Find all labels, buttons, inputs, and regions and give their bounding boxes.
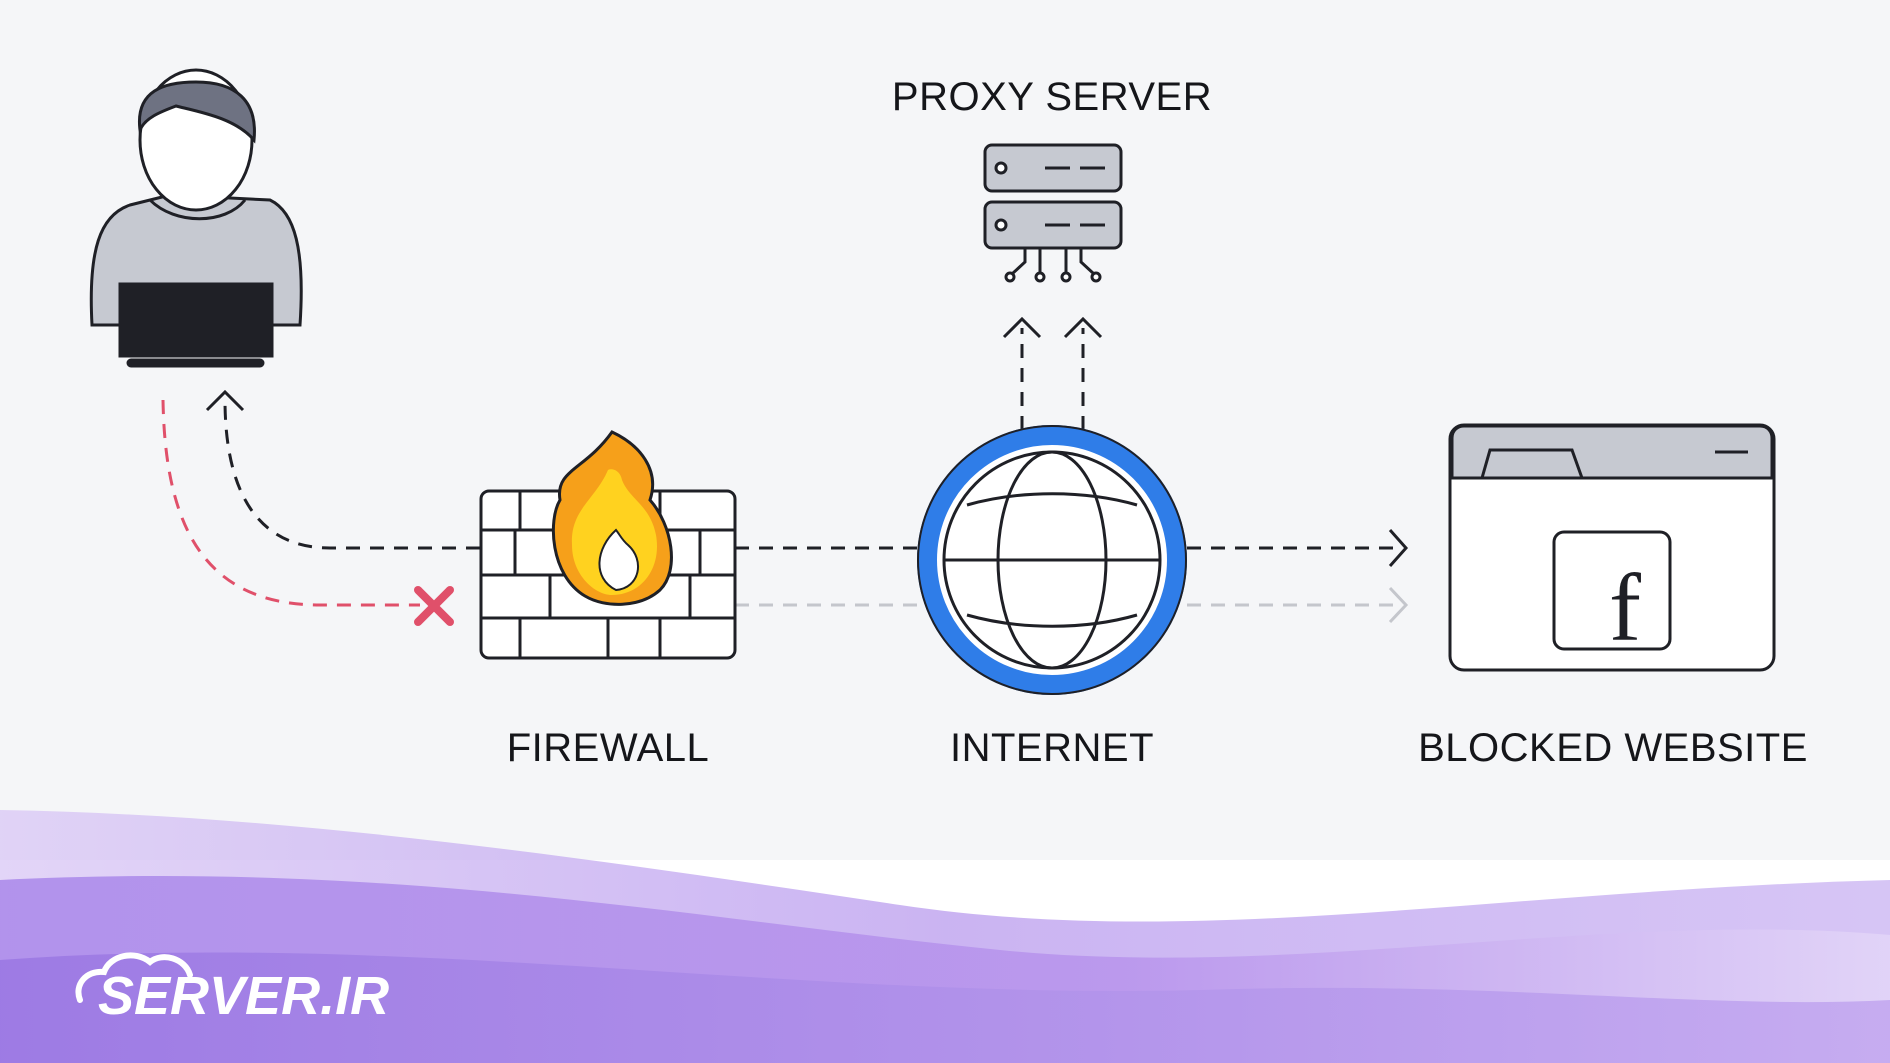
blocked-x-icon bbox=[414, 586, 454, 626]
server-rack-icon bbox=[983, 143, 1123, 283]
firewall-label: FIREWALL bbox=[506, 726, 710, 770]
background-waves bbox=[0, 810, 1890, 1063]
user-laptop-icon bbox=[89, 68, 303, 368]
blocked-website-label: BLOCKED WEBSITE bbox=[1418, 726, 1808, 770]
return-arrow-head bbox=[205, 389, 245, 412]
brand-logo-text: SERVER.IR bbox=[98, 966, 389, 1026]
internet-website-gray-arrow bbox=[1388, 586, 1409, 624]
proxy-server-label: PROXY SERVER bbox=[891, 75, 1213, 119]
internet-label: INTERNET bbox=[950, 726, 1154, 770]
globe-icon bbox=[917, 425, 1187, 695]
internet-proxy-arrow-left bbox=[1002, 316, 1042, 339]
cloud-logo-icon bbox=[75, 952, 193, 1003]
website-logo-glyph: f bbox=[1609, 554, 1641, 661]
connection-paths bbox=[161, 316, 1409, 624]
flame-icon bbox=[551, 430, 673, 606]
browser-window-icon: f bbox=[1448, 423, 1776, 672]
brand-logo: SERVER.IR bbox=[75, 952, 389, 1026]
return-path bbox=[223, 399, 480, 550]
internet-proxy-arrow-right bbox=[1063, 316, 1103, 339]
internet-website-arrow bbox=[1388, 529, 1409, 567]
blocked-path bbox=[161, 399, 420, 607]
